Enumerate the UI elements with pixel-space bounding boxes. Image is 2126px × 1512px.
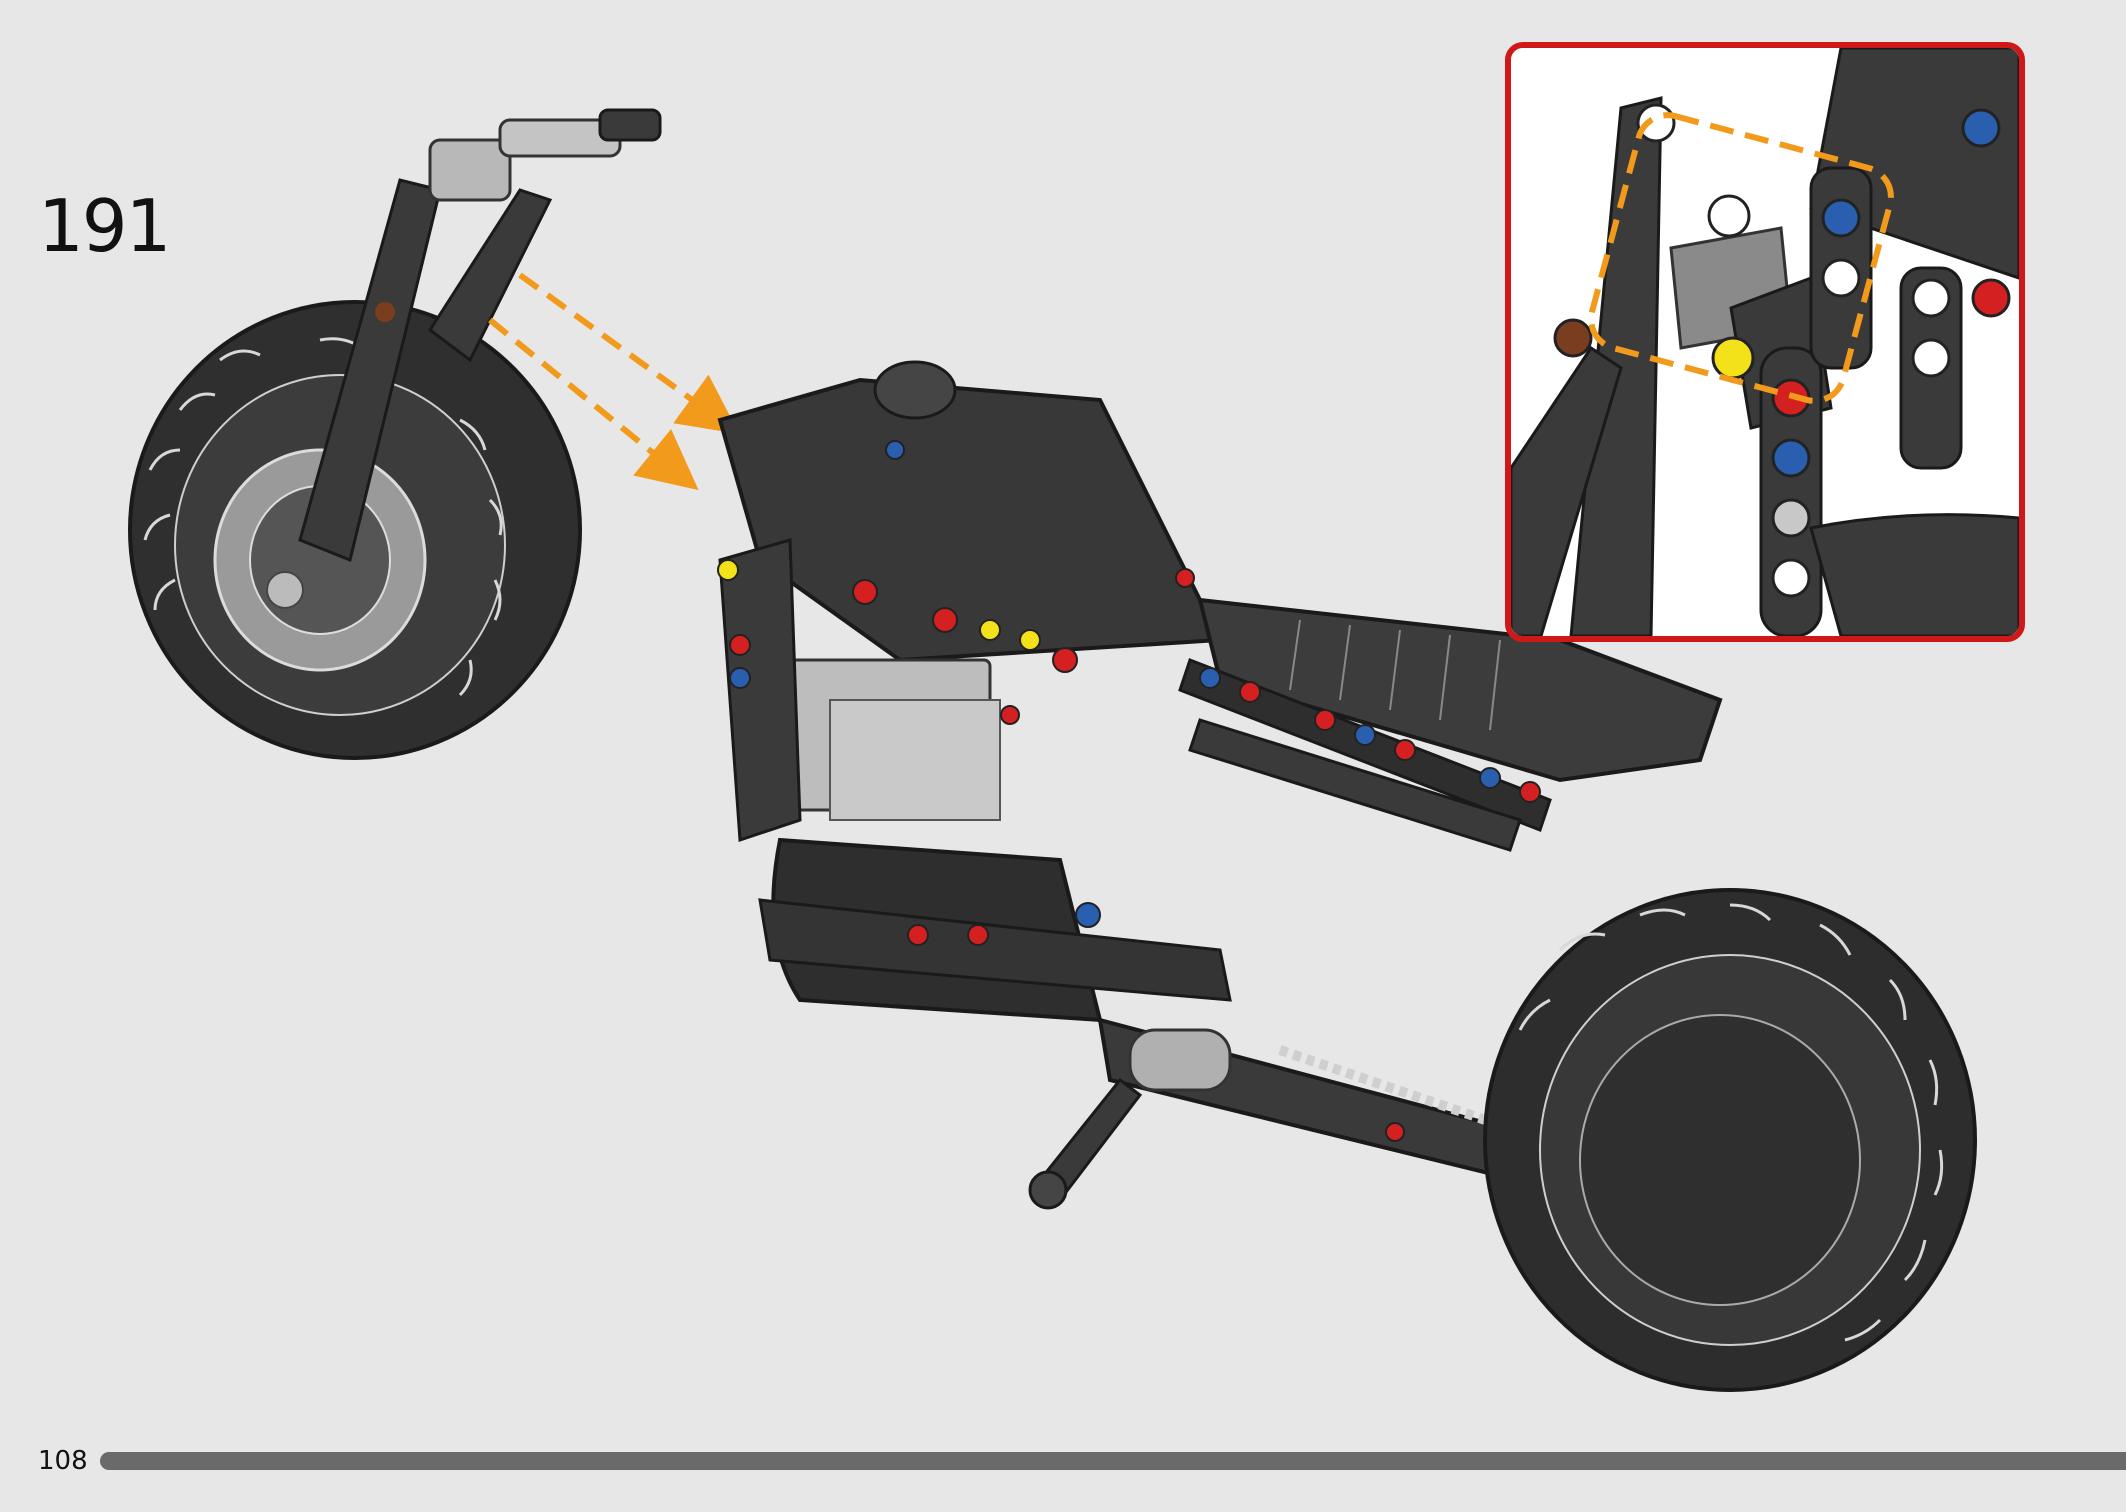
- step-number: 191: [38, 184, 171, 268]
- footer-progress-bar: [100, 1452, 2126, 1470]
- rear-wheel: [1483, 888, 1977, 1392]
- front-fork-assembly: [298, 108, 662, 563]
- pin-markers: [717, 440, 1541, 1142]
- motorcycle-body: [717, 360, 1724, 1233]
- assembly-arrows: [488, 272, 740, 491]
- page-number: 108: [38, 1446, 88, 1476]
- detail-callout: [1505, 42, 2025, 642]
